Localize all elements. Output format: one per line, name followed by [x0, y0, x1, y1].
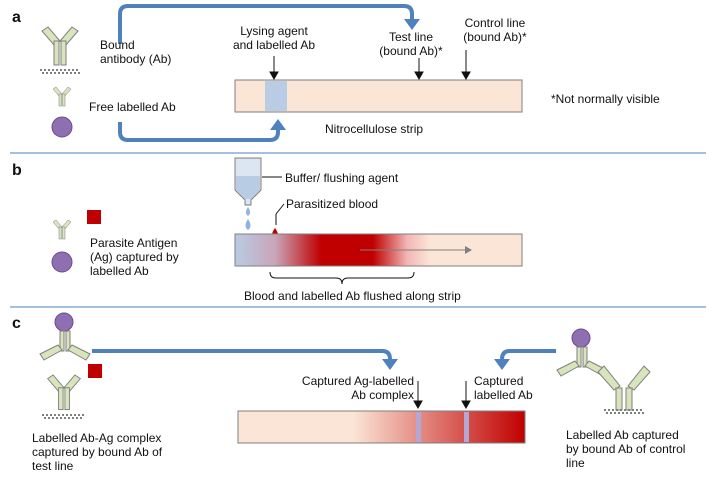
left-caption-3: test line [32, 459, 74, 473]
flow-arrow-top-head [404, 19, 420, 30]
control-line-pointer-head [461, 71, 471, 81]
complex-label-1: Captured Ag-labelled [301, 374, 414, 388]
antigen-antibody-icon [51, 210, 101, 273]
footnote-not-visible: *Not normally visible [551, 92, 660, 106]
blood-pointer-angle [275, 203, 285, 215]
strip-label: Nitrocellulose strip [325, 122, 424, 136]
lysing-label-1: Lysing agent [240, 24, 308, 38]
right-caption-2: by bound Ab of control [566, 442, 686, 456]
labelled-antibody-control-icon [556, 328, 608, 377]
bound-antibody-test-icon [42, 374, 84, 419]
antigen-label-2: (Ag) captured by [90, 250, 179, 264]
complex-pointer-head [413, 400, 423, 410]
bound-antibody-icon [40, 26, 80, 74]
panel-letter-b: b [12, 162, 22, 179]
test-line-label-1: Test line [388, 30, 434, 44]
test-line [416, 412, 421, 442]
result-strip [237, 410, 526, 444]
control-line-label-2: (bound Ab)* [463, 30, 527, 44]
control-line-label-1: Control line [464, 16, 526, 30]
label-pad [265, 81, 287, 111]
antigen-label-3: labelled Ab [90, 264, 149, 278]
antigen-captured-icon [88, 364, 102, 378]
flush-brace [269, 271, 415, 285]
captured-label-2: labelled Ab [474, 388, 533, 402]
flow-arrow-control [500, 349, 556, 362]
flow-arrow-test-head [382, 359, 398, 370]
flow-arrow-control-head [494, 359, 510, 370]
control-line [464, 412, 469, 442]
panel-letter-c: c [12, 315, 21, 332]
right-caption-3: line [566, 456, 585, 470]
captured-pointer-head [461, 400, 471, 410]
buffer-label: Buffer/ flushing agent [285, 171, 399, 185]
left-caption-2: captured by bound Ab of [32, 445, 163, 459]
captured-label-1: Captured [474, 374, 524, 388]
antigen-label-1: Parasite Antigen [90, 236, 178, 250]
lysing-label-2: and labelled Ab [232, 38, 316, 52]
buffer-dropper-icon [234, 157, 262, 230]
complex-label-2: Ab complex [351, 388, 414, 402]
blood-label: Parasitized blood [286, 197, 379, 211]
right-caption-1: Labelled Ab captured [566, 428, 679, 442]
bound-antibody-label-1: Bound [100, 38, 135, 52]
free-labelled-antibody-icon [51, 86, 73, 138]
strip-with-blood [234, 233, 523, 267]
test-line-label-2: (bound Ab)* [379, 44, 443, 58]
flush-label: Blood and labelled Ab flushed along stri… [244, 289, 461, 303]
flow-arrow-top [118, 4, 414, 44]
flow-direction-arrow-head [465, 246, 472, 254]
bound-antibody-control-icon [597, 365, 651, 414]
flow-arrow-test [92, 349, 392, 362]
flow-arrow-bottom [118, 122, 280, 142]
panel-letter-a: a [12, 9, 21, 26]
test-line-pointer-head [414, 71, 424, 81]
labelled-antibody-top-icon [39, 312, 91, 361]
left-caption-1: Labelled Ab-Ag complex [32, 431, 162, 445]
free-antibody-label: Free labelled Ab [89, 100, 176, 114]
lysing-pointer-head [269, 71, 279, 81]
flow-arrow-bottom-head [270, 119, 286, 130]
bound-antibody-label-2: antibody (Ab) [100, 52, 172, 66]
